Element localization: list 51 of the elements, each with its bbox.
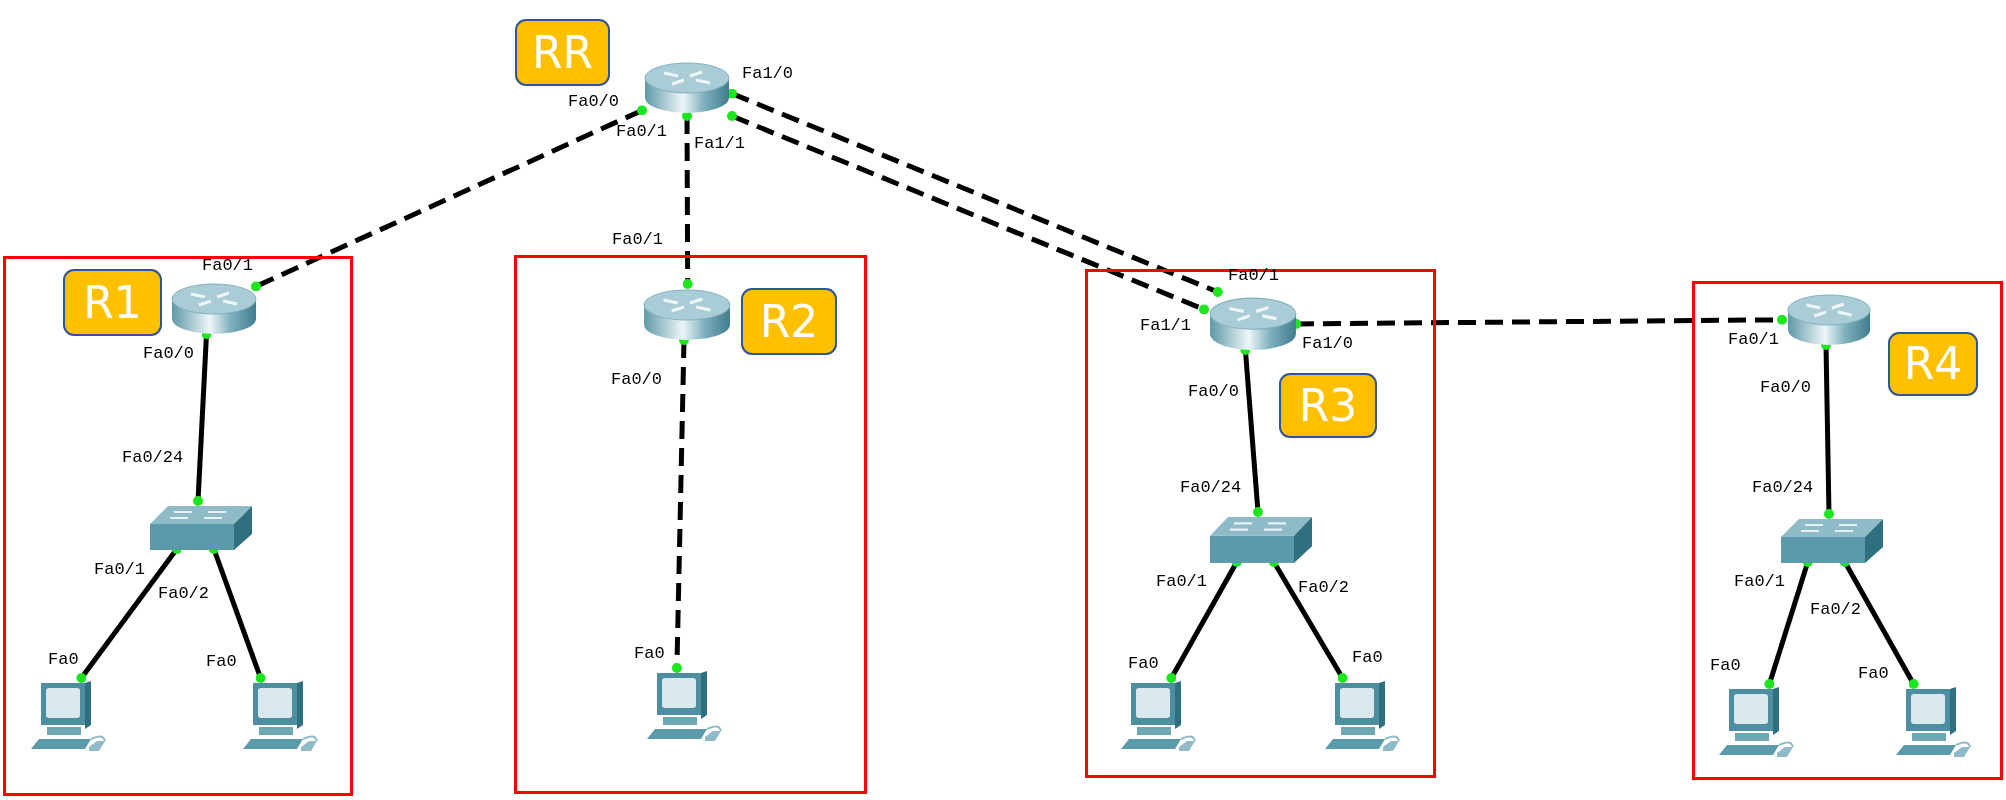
name-tag: R3 — [1279, 373, 1377, 438]
port-label: Fa0/0 — [1760, 378, 1811, 398]
group-frame — [1085, 269, 1436, 778]
dashed-cable — [682, 111, 693, 289]
dashed-cable — [727, 111, 1209, 315]
port-label: Fa0 — [1352, 648, 1383, 668]
name-tag: R1 — [63, 269, 162, 336]
port-label: Fa0/0 — [611, 370, 662, 390]
port-label: Fa0 — [634, 644, 665, 664]
port-label: Fa0 — [1710, 656, 1741, 676]
port-label: Fa0/1 — [94, 560, 145, 580]
router-icon — [642, 60, 732, 116]
port-label: Fa0/2 — [1298, 578, 1349, 598]
group-frame — [1692, 281, 2003, 780]
port-label: Fa0/0 — [568, 92, 619, 112]
port-label: Fa0 — [1858, 664, 1889, 684]
switch-icon — [1779, 517, 1885, 565]
group-frame — [514, 255, 867, 794]
port-label: Fa0/24 — [122, 448, 184, 468]
port-label: Fa0/1 — [612, 230, 663, 250]
name-tag: RR — [515, 19, 610, 86]
port-label: Fa0 — [1128, 654, 1159, 674]
port-label: Fa1/0 — [742, 64, 793, 84]
port-label: Fa0 — [206, 652, 237, 672]
port-label: Fa0/2 — [158, 584, 209, 604]
switch-icon — [148, 504, 254, 552]
router-icon — [1785, 292, 1873, 348]
dashed-cable — [251, 105, 647, 292]
port-label: Fa0/0 — [1188, 382, 1239, 402]
group-frame — [3, 256, 353, 796]
port-label: Fa1/1 — [1140, 316, 1191, 336]
port-label: Fa0 — [48, 650, 79, 670]
dashed-cable — [727, 88, 1223, 297]
port-label: Fa0/24 — [1180, 478, 1242, 498]
name-tag: R4 — [1888, 332, 1978, 396]
router-icon — [641, 287, 733, 343]
port-label: Fa0/1 — [1734, 572, 1785, 592]
router-icon — [1207, 295, 1299, 353]
port-label: Fa1/0 — [1302, 334, 1353, 354]
port-label: Fa0/1 — [1156, 572, 1207, 592]
port-label: Fa0/24 — [1752, 478, 1814, 498]
router-icon — [169, 281, 259, 337]
port-label: Fa0/0 — [143, 344, 194, 364]
port-label: Fa0/1 — [202, 256, 253, 276]
port-label: Fa0/1 — [616, 122, 667, 142]
port-label: Fa1/1 — [694, 134, 745, 154]
port-label: Fa0/1 — [1728, 330, 1779, 350]
name-tag: R2 — [741, 288, 837, 355]
port-label: Fa0/2 — [1810, 600, 1861, 620]
switch-icon — [1208, 515, 1314, 565]
port-label: Fa0/1 — [1228, 266, 1279, 286]
